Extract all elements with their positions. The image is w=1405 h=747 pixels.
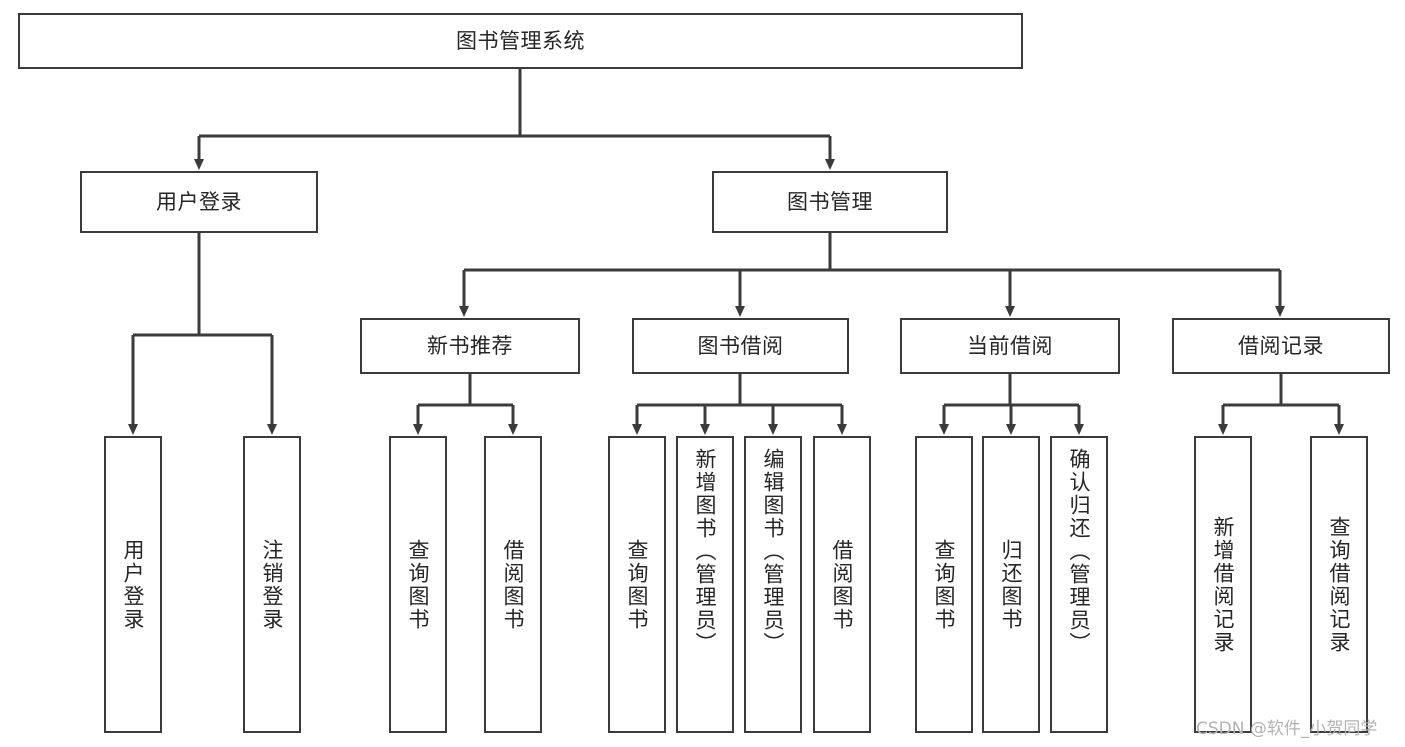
- node-label: 用户登录: [156, 189, 242, 214]
- node-leaf-user-login[interactable]: 用户登录: [104, 436, 162, 733]
- node-label: 查询图书: [625, 538, 650, 631]
- node-book-borrow[interactable]: 图书借阅: [632, 318, 849, 374]
- node-leaf-query-borrow-record[interactable]: 查询借阅记录: [1310, 436, 1368, 733]
- node-label: 新增图书（管理员）: [693, 448, 718, 655]
- node-leaf-return-book[interactable]: 归还图书: [982, 436, 1040, 733]
- node-label: 归还图书: [999, 538, 1024, 631]
- node-leaf-confirm-return-admin[interactable]: 确认归还（管理员）: [1050, 436, 1108, 733]
- node-book-manage[interactable]: 图书管理: [712, 171, 948, 233]
- node-label: 借阅图书: [501, 538, 526, 631]
- node-label: 查询借阅记录: [1327, 515, 1352, 654]
- node-leaf-borrow-book-2[interactable]: 借阅图书: [813, 436, 871, 733]
- node-leaf-query-book-3[interactable]: 查询图书: [915, 436, 973, 733]
- node-label: 编辑图书（管理员）: [761, 448, 786, 655]
- node-label: 图书管理: [787, 189, 873, 214]
- node-label: 新书推荐: [427, 333, 513, 358]
- node-current-borrow[interactable]: 当前借阅: [900, 318, 1120, 374]
- node-leaf-edit-book-admin[interactable]: 编辑图书（管理员）: [744, 436, 802, 733]
- node-new-book-recommend[interactable]: 新书推荐: [360, 318, 580, 374]
- node-leaf-query-book-1[interactable]: 查询图书: [389, 436, 447, 733]
- node-borrow-record[interactable]: 借阅记录: [1172, 318, 1390, 374]
- node-label: 图书借阅: [697, 333, 784, 358]
- node-label: 图书管理系统: [456, 28, 585, 53]
- node-label: 确认归还（管理员）: [1067, 448, 1092, 655]
- node-leaf-add-book-admin[interactable]: 新增图书（管理员）: [676, 436, 734, 733]
- node-label: 借阅记录: [1238, 333, 1324, 358]
- csdn-watermark: CSDN @软件_小贺同学: [1196, 719, 1378, 739]
- node-label: 注销登录: [260, 538, 285, 631]
- node-leaf-borrow-book-1[interactable]: 借阅图书: [484, 436, 542, 733]
- node-user-login[interactable]: 用户登录: [80, 171, 318, 233]
- node-leaf-logout-login[interactable]: 注销登录: [243, 436, 301, 733]
- node-leaf-query-book-2[interactable]: 查询图书: [608, 436, 666, 733]
- node-leaf-add-borrow-record[interactable]: 新增借阅记录: [1194, 436, 1252, 733]
- node-label: 当前借阅: [967, 333, 1053, 358]
- node-label: 借阅图书: [830, 538, 855, 631]
- node-root[interactable]: 图书管理系统: [18, 13, 1023, 69]
- node-label: 用户登录: [121, 538, 146, 631]
- node-label: 查询图书: [932, 538, 957, 631]
- node-label: 查询图书: [406, 538, 431, 631]
- node-label: 新增借阅记录: [1211, 515, 1236, 654]
